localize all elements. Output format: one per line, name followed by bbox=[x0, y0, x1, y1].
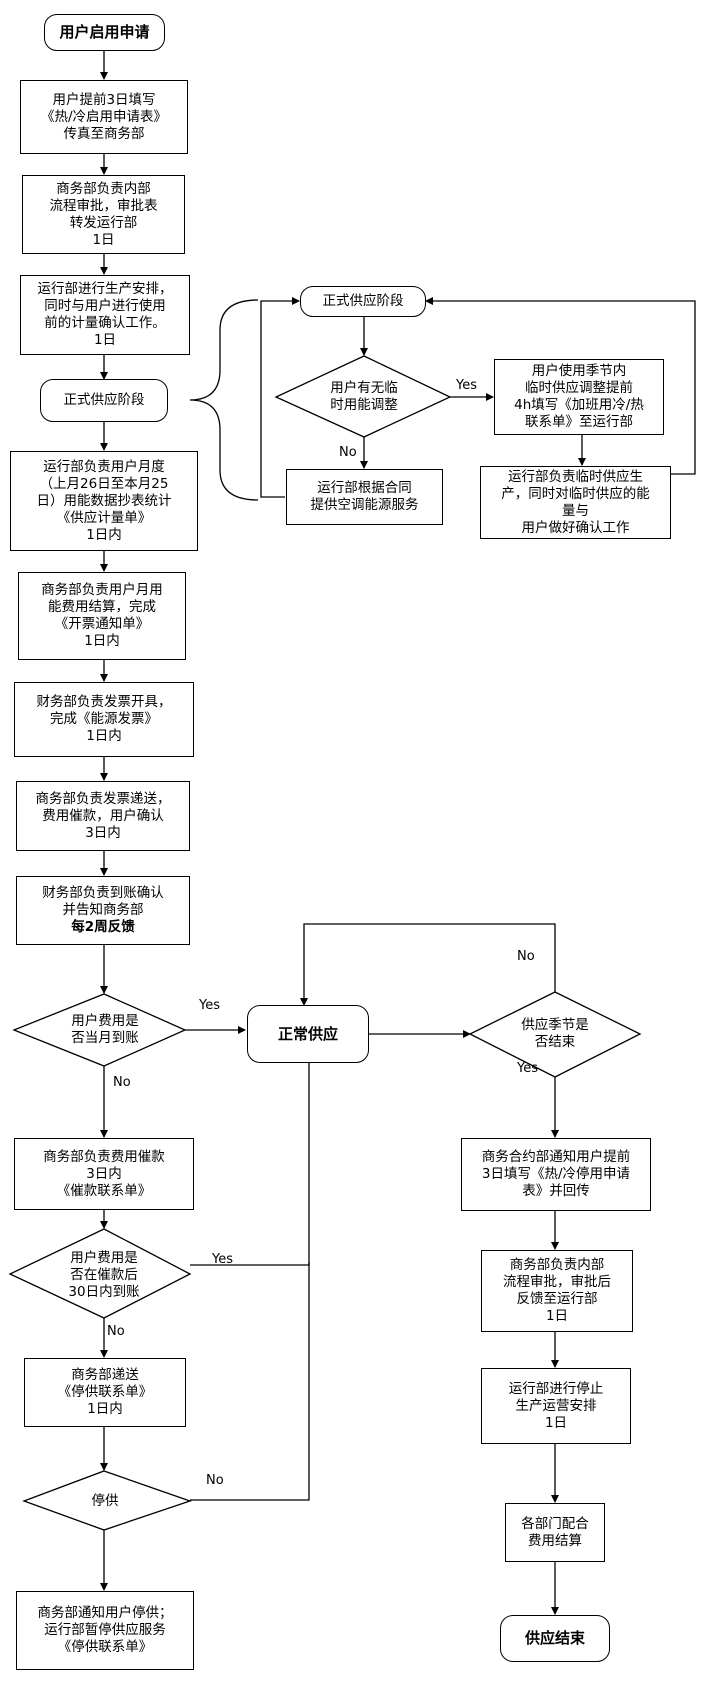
node-normal-supply: 正常供应 bbox=[247, 1005, 369, 1063]
decision-paid-this-month: 用户费用是 否当月到账 bbox=[71, 1013, 139, 1046]
label-d4-no: No bbox=[517, 949, 535, 964]
label-d3-no: No bbox=[206, 1473, 224, 1488]
d1-shape bbox=[12, 993, 187, 1067]
sub-contract-service: 运行部根据合同 提供空调能源服务 bbox=[286, 469, 443, 525]
end-node: 供应结束 bbox=[500, 1615, 610, 1662]
step-apply-form: 用户提前3日填写 《热/冷启用申请表》 传真至商务部 bbox=[20, 80, 188, 154]
decision-season-end: 供应季节是 否结束 bbox=[521, 1017, 589, 1050]
label-d1-yes: Yes bbox=[199, 998, 220, 1013]
step-formal-supply: 正式供应阶段 bbox=[40, 379, 168, 422]
step-invoice-delivery: 商务部负责发票递送， 费用催款，用户确认 3日内 bbox=[16, 781, 190, 851]
step-stop-operation: 运行部进行停止 生产运营安排 1日 bbox=[481, 1368, 631, 1444]
payment-confirm-bold: 每2周反馈 bbox=[71, 919, 135, 935]
step-invoice-issue: 财务部负责发票开具， 完成《能源发票》 1日内 bbox=[14, 682, 194, 757]
step-fee-settlement: 商务部负责用户月用 能费用结算，完成 《开票通知单》 1日内 bbox=[18, 572, 186, 660]
step-stop-approval: 商务部负责内部 流程审批，审批后 反馈至运行部 1日 bbox=[481, 1250, 633, 1332]
step-operation-arrange: 运行部进行生产安排， 同时与用户进行使用 前的计量确认工作。 1日 bbox=[20, 275, 190, 355]
label-pd-no: No bbox=[339, 445, 357, 460]
step-payment-confirm: 财务部负责到账确认 并告知商务部 每2周反馈 bbox=[16, 876, 190, 945]
edge-p3-p1-loop bbox=[425, 297, 696, 475]
edge-d2-normal bbox=[190, 1049, 313, 1266]
edge-d4-no-loop bbox=[300, 923, 556, 1006]
d2-shape bbox=[8, 1228, 192, 1319]
step-commerce-approval: 商务部负责内部 流程审批，审批表 转发运行部 1日 bbox=[22, 175, 185, 254]
step-cost-settlement: 各部门配合 费用结算 bbox=[505, 1503, 605, 1562]
step-urge-payment: 商务部负责费用催款 3日内 《催款联系单》 bbox=[14, 1138, 194, 1210]
label-d1-no: No bbox=[113, 1075, 131, 1090]
step-meter-reading: 运行部负责用户月度 （上月26日至本月25 日）用能数据抄表统计 《供应计量单》… bbox=[10, 451, 198, 551]
pd-shape bbox=[274, 355, 452, 438]
sub-decision-temp-adjust: 用户有无临 时用能调整 bbox=[330, 380, 398, 413]
label-d2-no: No bbox=[107, 1324, 125, 1339]
edge-d3-normal bbox=[190, 1262, 310, 1501]
step-stop-notice-delivery: 商务部递送 《停供联系单》 1日内 bbox=[24, 1358, 186, 1427]
label-pd-yes: Yes bbox=[456, 378, 477, 393]
d3-shape bbox=[22, 1470, 193, 1531]
curly-brace bbox=[189, 299, 259, 501]
sub-formal-supply: 正式供应阶段 bbox=[300, 286, 426, 317]
decision-stop-supply: 停供 bbox=[91, 1492, 119, 1509]
decision-paid-after-urge: 用户费用是 否在催款后 30日内到账 bbox=[68, 1250, 140, 1300]
d4-shape bbox=[468, 991, 642, 1078]
label-d2-yes: Yes bbox=[212, 1252, 233, 1267]
step-stop-supply: 商务部通知用户停供； 运行部暂停供应服务 《停供联系单》 bbox=[16, 1591, 194, 1670]
payment-confirm-text: 财务部负责到账确认 并告知商务部 bbox=[42, 885, 164, 918]
start-node: 用户启用申请 bbox=[44, 14, 165, 51]
label-d4-yes: Yes bbox=[517, 1061, 538, 1076]
sub-temp-production: 运行部负责临时供应生 产，同时对临时供应的能 量与 用户做好确认工作 bbox=[480, 466, 671, 539]
sub-temp-request: 用户使用季节内 临时供应调整提前 4h填写《加班用冷/热 联系单》至运行部 bbox=[494, 359, 664, 435]
edge-p4-p1-loop bbox=[260, 297, 300, 498]
step-stop-application: 商务合约部通知用户提前 3日填写《热/冷停用申请 表》并回传 bbox=[461, 1138, 651, 1211]
